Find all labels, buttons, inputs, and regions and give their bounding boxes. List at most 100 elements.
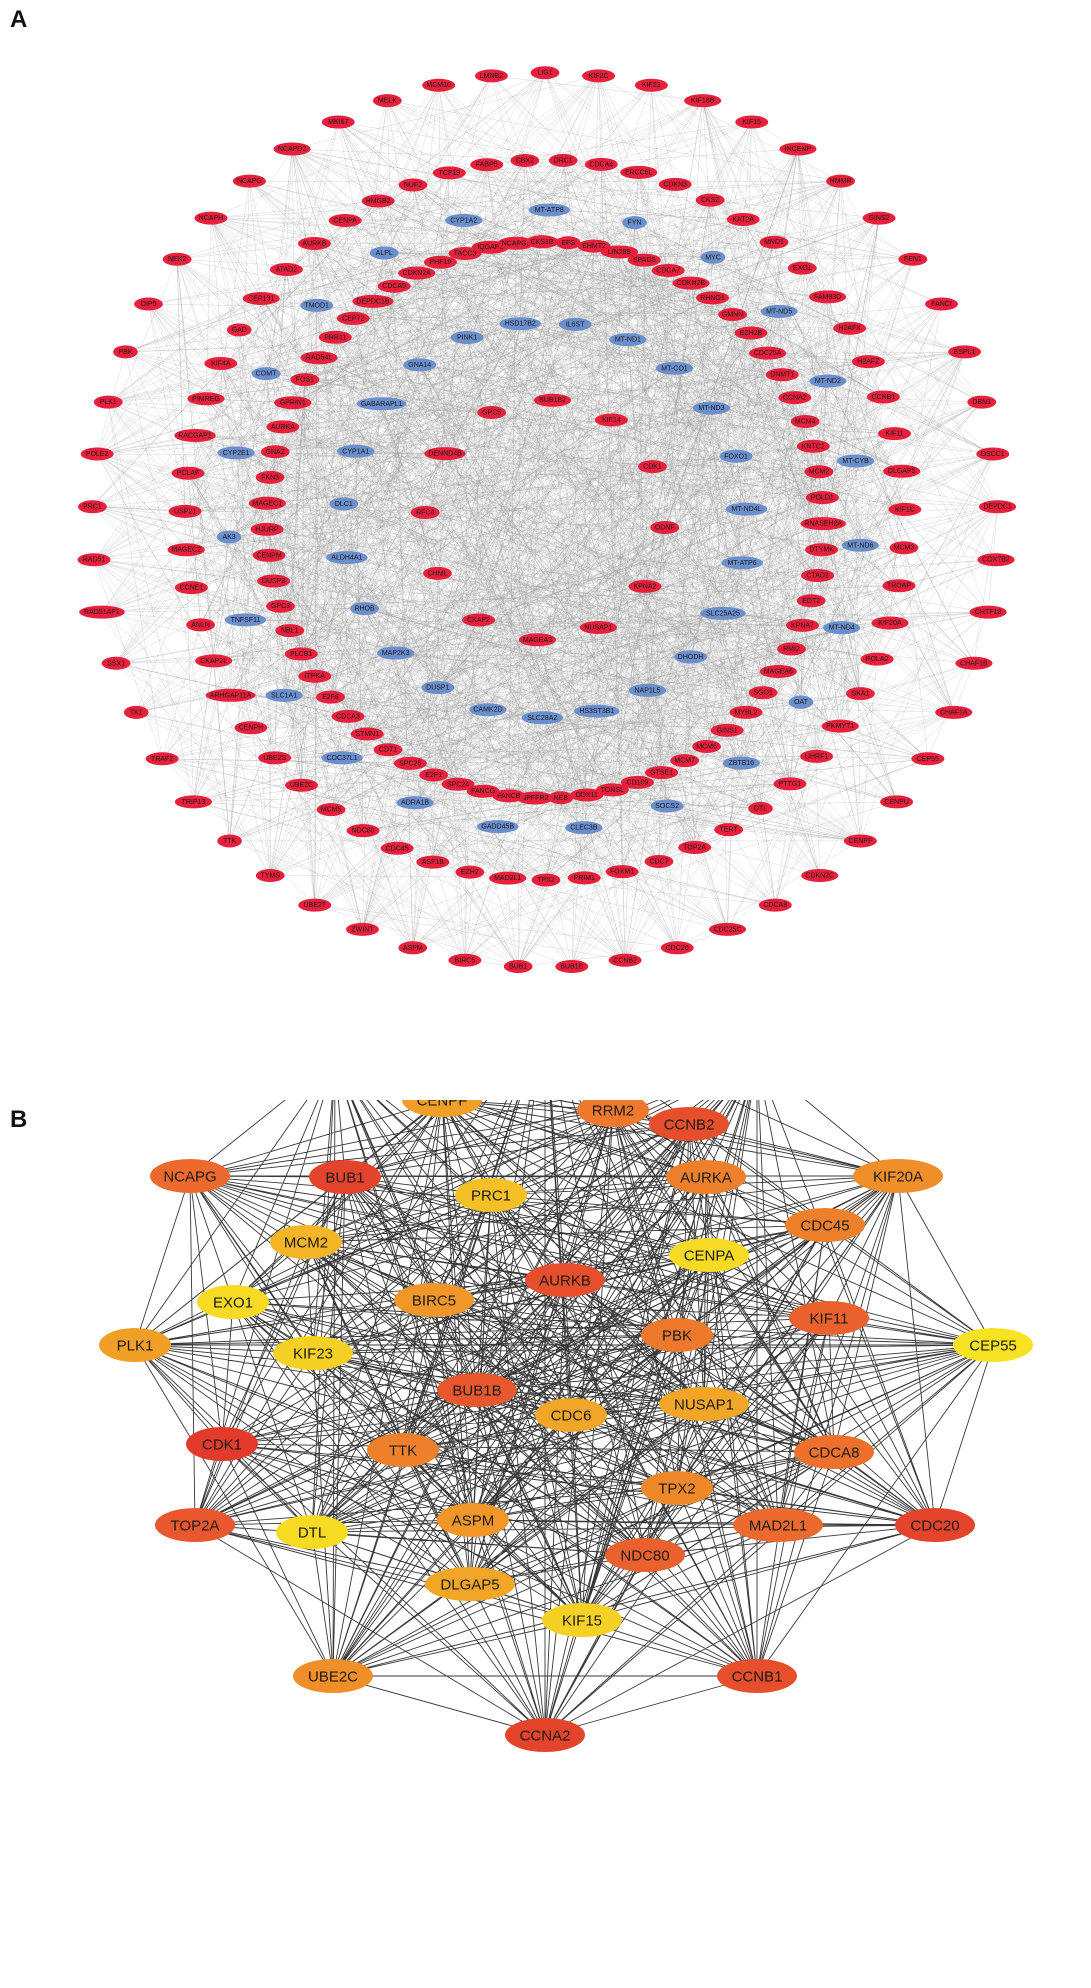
gene-node-magec1: MAGEC1: [248, 496, 286, 510]
gene-node-odnf: ODNF: [650, 521, 680, 535]
gene-node-shape: [195, 654, 233, 668]
gene-node-mt-nd6: MT-ND6: [841, 538, 879, 552]
gene-node-magea3: MAGEA3: [518, 633, 557, 647]
gene-node-ttk: TTK: [217, 834, 242, 848]
gene-node-shape: [778, 391, 812, 405]
gene-node-shape: [369, 246, 399, 260]
gene-node-exo1: EXO1: [787, 261, 817, 275]
gene-node-shape: [298, 669, 332, 683]
gene-node-shape: [269, 263, 303, 277]
gene-node-kif15: KIF15: [735, 115, 769, 129]
gene-node-gins2: GINS2: [862, 211, 896, 225]
gene-node-ckap2: CKAP2: [462, 613, 496, 627]
gene-node-shape: [620, 165, 658, 179]
hub-node-shape: [367, 1433, 439, 1467]
gene-node-shape: [796, 594, 826, 608]
gene-node-shape: [398, 266, 436, 280]
panel-b: B KIF4AKIF2CKIF20ACEP55CDC20CCNB1CCNA2UB…: [0, 1100, 1091, 1988]
gene-node-shape: [608, 953, 642, 967]
gene-node-shape: [448, 247, 482, 261]
hub-node-birc5: BIRC5: [394, 1283, 474, 1317]
gene-node-cdkn2a: CDKN2A: [398, 266, 436, 280]
gene-node-shape: [726, 212, 760, 226]
gene-node-shape: [113, 345, 138, 359]
gene-node-shape: [692, 739, 722, 753]
gene-node-shape: [226, 323, 252, 337]
gene-node-shape: [373, 743, 403, 757]
gene-node-pold1: POLD1: [805, 491, 839, 505]
gene-node-shape: [843, 834, 877, 848]
hub-node-bub1b: BUB1B: [437, 1373, 517, 1407]
gene-node-shape: [321, 751, 363, 765]
gene-node-shape: [290, 373, 320, 387]
gene-node-shape: [79, 605, 125, 619]
gene-node-shape: [674, 650, 708, 664]
gene-node-shape: [837, 454, 875, 468]
gene-node-bub1b: BUB1B: [555, 960, 589, 974]
gene-node-ube2c: UBE2C: [285, 778, 319, 792]
gene-node-mcm10: MCM10: [422, 78, 456, 92]
gene-node-spc25: SPC25: [393, 756, 427, 770]
gene-node-dtl: DTL: [748, 801, 773, 815]
gene-node-mt-atp6: MT-ATP6: [721, 556, 763, 570]
gene-node-shape: [805, 491, 839, 505]
gene-node-mcm3: MCM3: [889, 541, 919, 555]
gene-node-shape: [862, 211, 896, 225]
gene-node-nap1l5: NAP1L5: [628, 683, 667, 697]
gene-node-shape: [416, 855, 450, 869]
gene-node-mt-nd4: MT-ND4: [823, 621, 861, 635]
gene-node-shape: [265, 688, 303, 702]
gene-node-shape: [204, 356, 238, 370]
gene-node-nbl1: NBL1: [275, 624, 305, 638]
gene-node-cks1b: CKS1B: [525, 235, 559, 249]
gene-node-shape: [796, 439, 830, 453]
gene-node-shape: [462, 613, 496, 627]
gene-node-shape: [760, 304, 798, 318]
gene-node-fyn: FYN: [622, 216, 647, 230]
gene-node-gpc3: GPC3: [266, 599, 295, 613]
gene-node-gnaz: GNAZ: [260, 445, 290, 459]
gene-node-prc1: PRC1: [78, 500, 107, 514]
gene-node-anln: ANLN: [186, 618, 215, 632]
gene-node-gpc5: GPC5: [477, 406, 507, 420]
gene-node-nuf2: NUF2: [398, 178, 428, 192]
gene-node-shape: [788, 695, 814, 709]
gene-node-shape: [217, 834, 242, 848]
gene-node-cdca8: CDCA8: [758, 898, 792, 912]
gene-node-gabarapl1: GABARAPL1: [356, 397, 407, 411]
gene-node-cep55: CEP55: [911, 752, 945, 766]
hub-node-shape: [455, 1178, 527, 1212]
gene-node-h2afz: H2AFZ: [851, 355, 885, 369]
gene-node-cdkn2c: CDKN2C: [801, 869, 839, 883]
gene-node-shape: [466, 784, 500, 798]
hub-node-pbk: PBK: [641, 1318, 713, 1352]
gene-node-shape: [708, 922, 747, 936]
gene-node-shape: [878, 427, 912, 441]
hub-node-shape: [270, 1225, 342, 1259]
gene-node-tmod1: TMOD1: [300, 298, 334, 312]
gene-node-shape: [777, 642, 806, 656]
gene-node-lmnb2: LMNB2: [474, 69, 508, 83]
gene-node-mt-nd3: MT-ND3: [692, 401, 731, 415]
gene-node-shape: [242, 291, 280, 305]
gene-node-shape: [350, 727, 384, 741]
gene-node-shape: [432, 166, 466, 180]
hub-node-ccna2: CCNA2: [505, 1718, 585, 1752]
gene-node-prim1: PRIM1: [567, 871, 601, 885]
gene-node-shape: [658, 177, 692, 191]
gene-node-shape: [911, 752, 945, 766]
gene-node-dlc1: DLC1: [329, 497, 359, 511]
hub-node-shape: [402, 1100, 482, 1117]
gene-node-hsd17b2: HSD17B2: [499, 317, 541, 331]
gene-node-plcb1: PLCB1: [284, 647, 318, 661]
gene-node-mcm2: MCM2: [804, 465, 834, 479]
hub-node-ttk: TTK: [367, 1433, 439, 1467]
gene-node-atad2: ATAD2: [269, 263, 303, 277]
gene-node-rhno1: RHNO1: [696, 291, 730, 305]
gene-node-shape: [232, 174, 266, 188]
gene-node-shape: [759, 665, 797, 679]
gene-node-cenpu: CENPU: [880, 795, 914, 809]
gene-node-cdca7: CDCA7: [651, 264, 685, 278]
gene-node-shape: [321, 115, 355, 129]
gene-node-shape: [422, 78, 456, 92]
